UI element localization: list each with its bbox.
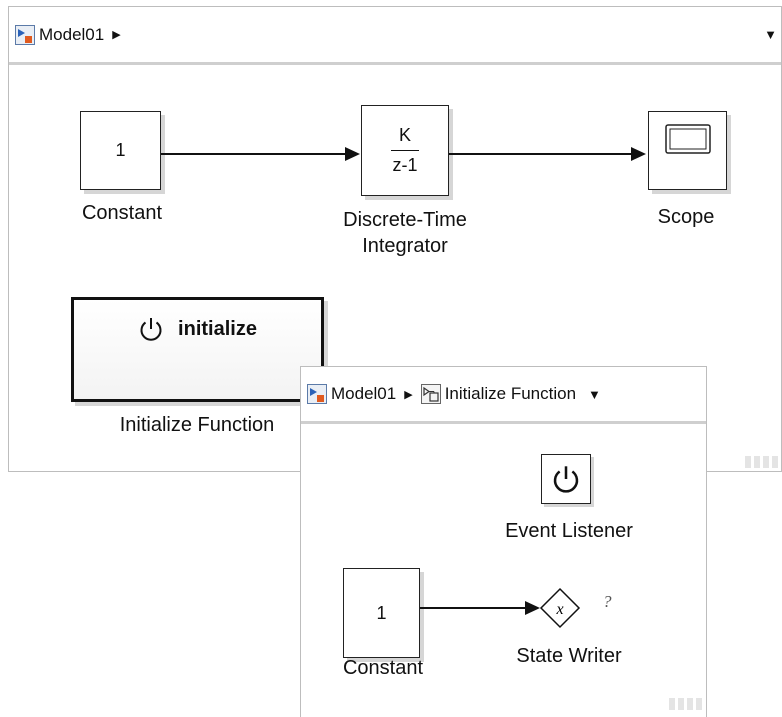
triangle-right-icon[interactable]: ▶ — [404, 388, 413, 401]
constant-value: 1 — [376, 602, 387, 623]
state-writer-symbol: x — [555, 601, 563, 618]
breadcrumb-model-label: Model01 — [39, 24, 105, 44]
triangle-right-icon[interactable]: ▶ — [112, 29, 121, 41]
model-icon — [15, 24, 35, 45]
initialize-function-header: initialize — [138, 316, 257, 342]
constant-value: 1 — [115, 140, 126, 160]
signal-line-1[interactable] — [161, 153, 351, 155]
event-listener-label: Event Listener — [505, 520, 633, 542]
initialize-function-block[interactable]: initialize — [71, 297, 324, 402]
signal-arrowhead-1 — [345, 147, 360, 161]
scope-block[interactable] — [648, 111, 727, 190]
state-writer-suffix: ? — [603, 592, 612, 611]
breadcrumb-model[interactable]: Model01 ▶ — [307, 384, 421, 404]
integrator-label-line1: Discrete-Time — [343, 209, 467, 231]
constant-block[interactable]: 1 — [343, 568, 420, 658]
scope-label: Scope — [657, 206, 715, 228]
fraction-bar — [391, 149, 419, 152]
power-icon — [553, 466, 579, 493]
sub-resize-grip[interactable] — [669, 698, 703, 710]
integrator-numerator: K — [398, 124, 411, 145]
integrator-label: Discrete-Time Integrator — [343, 207, 467, 259]
initialize-function-text: initialize — [178, 317, 257, 340]
constant-label: Constant — [81, 202, 163, 224]
subsystem-icon — [420, 384, 441, 404]
event-listener-block[interactable] — [541, 454, 591, 504]
integrator-denominator: z-1 — [392, 155, 418, 176]
breadcrumb-model[interactable]: Model01 ▶ — [15, 24, 129, 45]
main-explorer-bar: Model01 ▶ ▼ — [9, 7, 781, 65]
signal-line-3[interactable] — [420, 607, 530, 609]
initialize-function-label: Initialize Function — [119, 414, 275, 436]
breadcrumb-model-label: Model01 — [331, 384, 397, 403]
signal-arrowhead-3 — [525, 601, 540, 615]
breadcrumb-subsystem-label: Initialize Function — [444, 384, 577, 403]
scope-screen-icon — [664, 124, 711, 154]
initialize-function-canvas[interactable]: Model01 ▶ Initialize Function ▼ Event Li… — [300, 366, 707, 717]
main-resize-grip[interactable] — [745, 456, 779, 468]
state-writer-block[interactable]: x — [539, 587, 583, 629]
model-icon — [307, 384, 327, 404]
power-icon — [140, 318, 162, 341]
breadcrumb-subsystem[interactable]: Initialize Function — [420, 384, 577, 404]
triangle-down-icon[interactable]: ▼ — [588, 386, 601, 402]
sub-explorer-bar: Model01 ▶ Initialize Function ▼ — [301, 367, 706, 424]
integrator-label-line2: Integrator — [362, 235, 448, 257]
constant-label: Constant — [342, 657, 424, 679]
discrete-time-integrator-block[interactable]: K z-1 — [361, 105, 449, 196]
state-writer-label: State Writer — [516, 645, 622, 667]
triangle-down-icon[interactable]: ▼ — [764, 27, 777, 42]
constant-block[interactable]: 1 — [80, 111, 161, 190]
signal-line-2[interactable] — [449, 153, 637, 155]
signal-arrowhead-2 — [631, 147, 646, 161]
